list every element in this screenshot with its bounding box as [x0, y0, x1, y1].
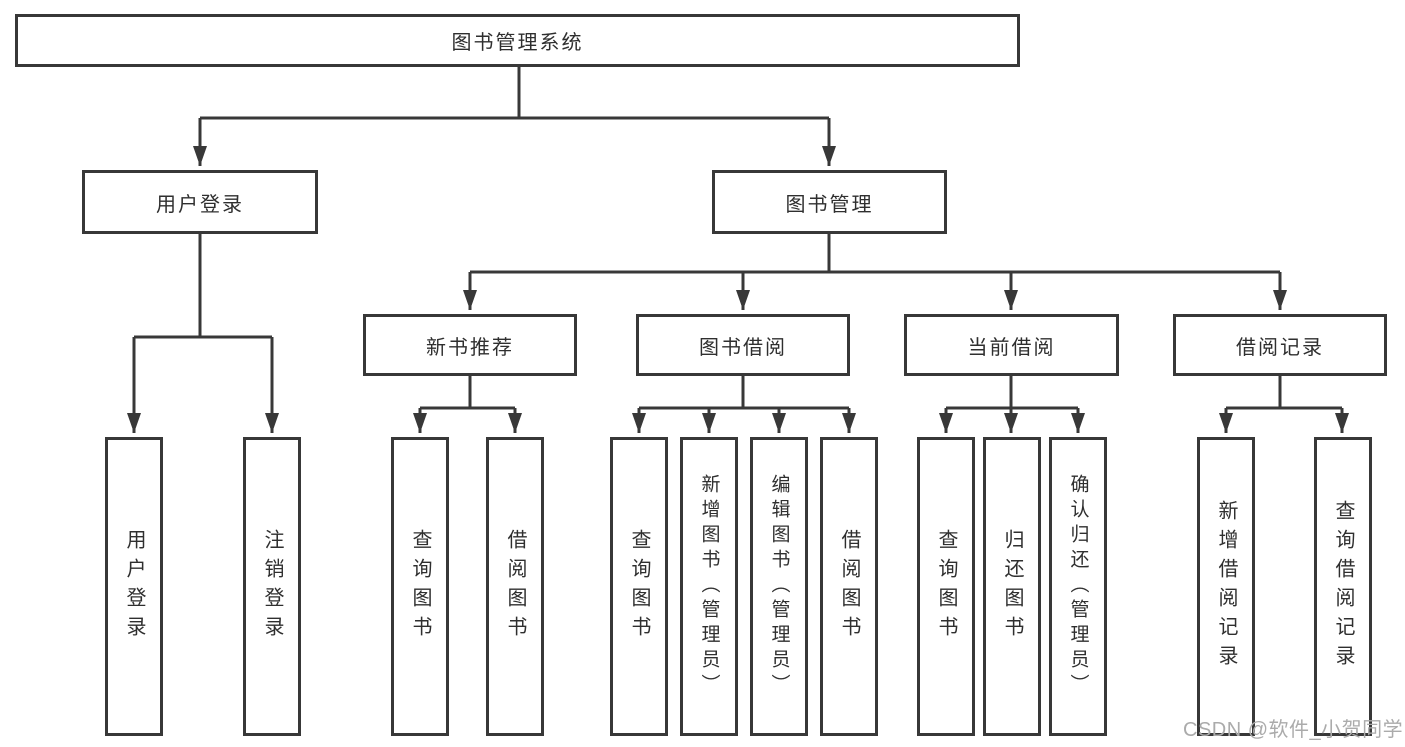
node-book-borrow: 图书借阅 [636, 314, 850, 376]
node-root-label: 图书管理系统 [451, 32, 584, 54]
node-borrow-record: 借阅记录 [1173, 314, 1387, 376]
leaf-query-borrow-record: 查询借阅记录 [1314, 437, 1372, 736]
connector-book-borrow-to-leaves [632, 376, 856, 433]
node-current-borrow-label: 当前借阅 [967, 336, 1056, 359]
leaf-borrow-book-recommend: 借阅图书 [486, 437, 544, 736]
leaf-add-borrow-record: 新增借阅记录 [1197, 437, 1255, 736]
node-book-borrow-label: 图书借阅 [699, 336, 787, 359]
node-user-login: 用户登录 [82, 170, 318, 234]
leaf-return-book: 归还图书 [983, 437, 1041, 736]
leaf-confirm-return-admin: 确认归还（管理员） [1049, 437, 1107, 736]
leaf-borrow-book: 借阅图书 [820, 437, 878, 736]
connector-root-to-level2 [193, 67, 836, 166]
node-current-borrow: 当前借阅 [904, 314, 1119, 376]
leaf-query-book-current: 查询图书 [917, 437, 975, 736]
connector-book-management-to-level3 [463, 234, 1287, 310]
node-user-login-label: 用户登录 [156, 193, 244, 216]
connector-new-book-recommend-to-leaves [413, 376, 522, 433]
leaf-edit-book-admin: 编辑图书（管理员） [750, 437, 808, 736]
connector-borrow-record-to-leaves [1219, 376, 1349, 433]
csdn-watermark: CSDN @软件_小贺同学 [1183, 719, 1404, 741]
leaf-logout: 注销登录 [243, 437, 301, 736]
node-book-management: 图书管理 [712, 170, 947, 234]
leaf-user-login: 用户登录 [105, 437, 163, 736]
node-book-management-label: 图书管理 [785, 193, 874, 216]
node-borrow-record-label: 借阅记录 [1236, 336, 1324, 359]
leaf-query-book-borrow: 查询图书 [610, 437, 668, 736]
leaf-add-book-admin: 新增图书（管理员） [680, 437, 738, 736]
node-new-book-recommend: 新书推荐 [363, 314, 577, 376]
connector-user-login-to-leaves [127, 234, 279, 433]
node-new-book-recommend-label: 新书推荐 [426, 336, 514, 359]
leaf-query-book-recommend: 查询图书 [391, 437, 449, 736]
connector-current-borrow-to-leaves [939, 376, 1085, 433]
node-root: 图书管理系统 [15, 14, 1020, 67]
